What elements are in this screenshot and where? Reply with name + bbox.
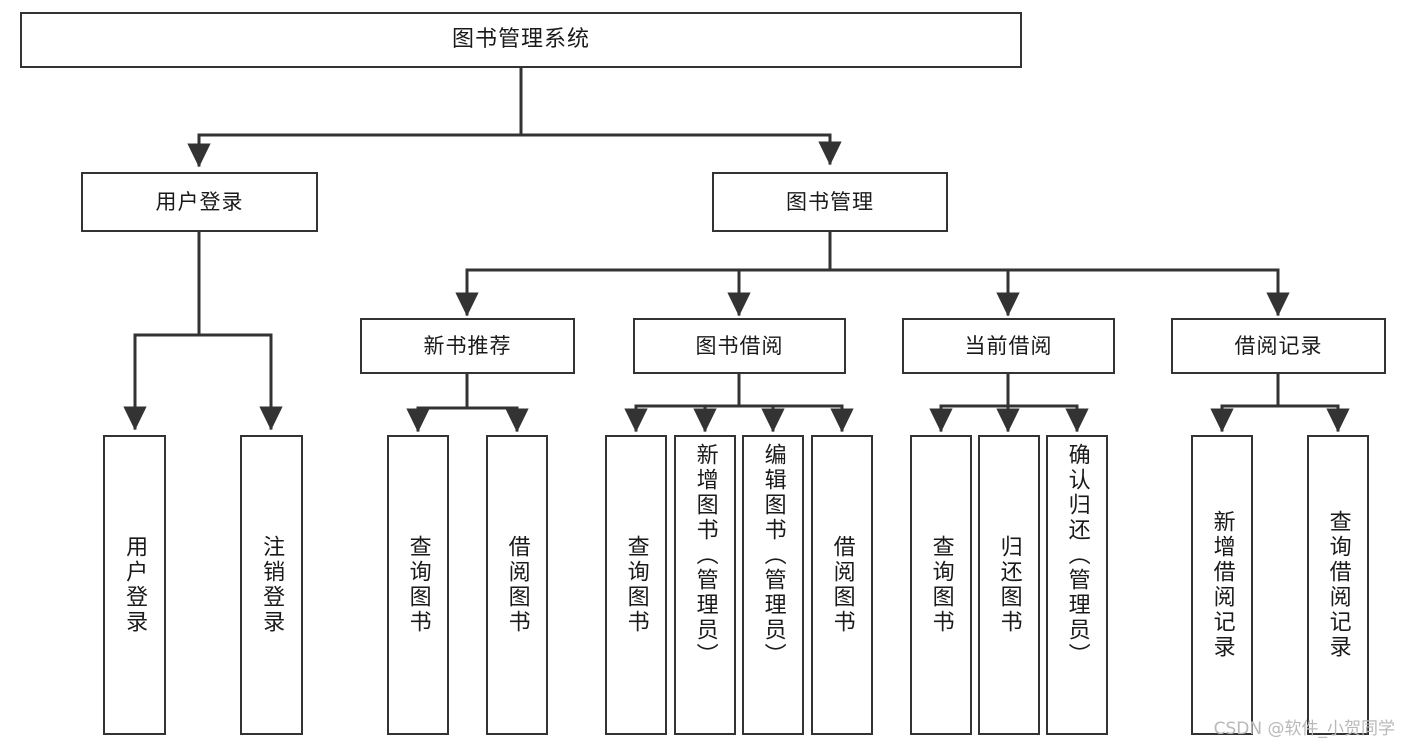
leaf-current-confirm-return-admin-label: 确认归还（管理员） (1064, 443, 1090, 668)
node-new-book-recommend-label: 新书推荐 (423, 333, 512, 358)
leaf-borrow-add-book-admin-label: 新增图书（管理员） (692, 443, 718, 668)
leaf-newbook-query-book-label: 查询图书 (405, 535, 431, 635)
node-borrow-record[interactable]: 借阅记录 (1171, 318, 1386, 374)
leaf-user-login[interactable]: 用户登录 (103, 435, 166, 735)
leaf-borrow-borrow-book-label: 借阅图书 (829, 535, 855, 635)
leaf-newbook-borrow-book-label: 借阅图书 (504, 535, 530, 635)
node-user-login[interactable]: 用户登录 (81, 172, 318, 232)
leaf-record-add-record[interactable]: 新增借阅记录 (1191, 435, 1253, 735)
node-book-borrow[interactable]: 图书借阅 (633, 318, 846, 374)
leaf-record-add-record-label: 新增借阅记录 (1209, 510, 1235, 660)
node-new-book-recommend[interactable]: 新书推荐 (360, 318, 575, 374)
node-root-system-label: 图书管理系统 (451, 27, 590, 53)
leaf-logout[interactable]: 注销登录 (240, 435, 303, 735)
node-book-manage[interactable]: 图书管理 (712, 172, 948, 232)
leaf-borrow-edit-book-admin[interactable]: 编辑图书（管理员） (742, 435, 804, 735)
node-user-login-label: 用户登录 (155, 189, 244, 214)
leaf-user-login-label: 用户登录 (122, 535, 148, 635)
node-current-borrow-label: 当前借阅 (964, 333, 1053, 358)
csdn-watermark: CSDN @软件_小贺同学 (1213, 719, 1395, 739)
leaf-newbook-query-book[interactable]: 查询图书 (387, 435, 449, 735)
node-borrow-record-label: 借阅记录 (1234, 333, 1323, 358)
leaf-borrow-borrow-book[interactable]: 借阅图书 (811, 435, 873, 735)
leaf-current-query-book-label: 查询图书 (928, 535, 954, 635)
leaf-borrow-edit-book-admin-label: 编辑图书（管理员） (760, 443, 786, 668)
leaf-borrow-query-book-label: 查询图书 (623, 535, 649, 635)
leaf-borrow-query-book[interactable]: 查询图书 (605, 435, 667, 735)
node-current-borrow[interactable]: 当前借阅 (902, 318, 1115, 374)
leaf-current-return-book-label: 归还图书 (996, 535, 1022, 635)
node-root-system[interactable]: 图书管理系统 (20, 12, 1022, 68)
node-book-borrow-label: 图书借阅 (695, 333, 784, 358)
leaf-current-return-book[interactable]: 归还图书 (978, 435, 1040, 735)
node-book-manage-label: 图书管理 (786, 189, 874, 214)
leaf-record-query-record[interactable]: 查询借阅记录 (1307, 435, 1369, 735)
leaf-current-confirm-return-admin[interactable]: 确认归还（管理员） (1046, 435, 1108, 735)
leaf-borrow-add-book-admin[interactable]: 新增图书（管理员） (674, 435, 736, 735)
leaf-current-query-book[interactable]: 查询图书 (910, 435, 972, 735)
leaf-newbook-borrow-book[interactable]: 借阅图书 (486, 435, 548, 735)
leaf-record-query-record-label: 查询借阅记录 (1325, 510, 1351, 660)
leaf-logout-label: 注销登录 (259, 535, 285, 635)
